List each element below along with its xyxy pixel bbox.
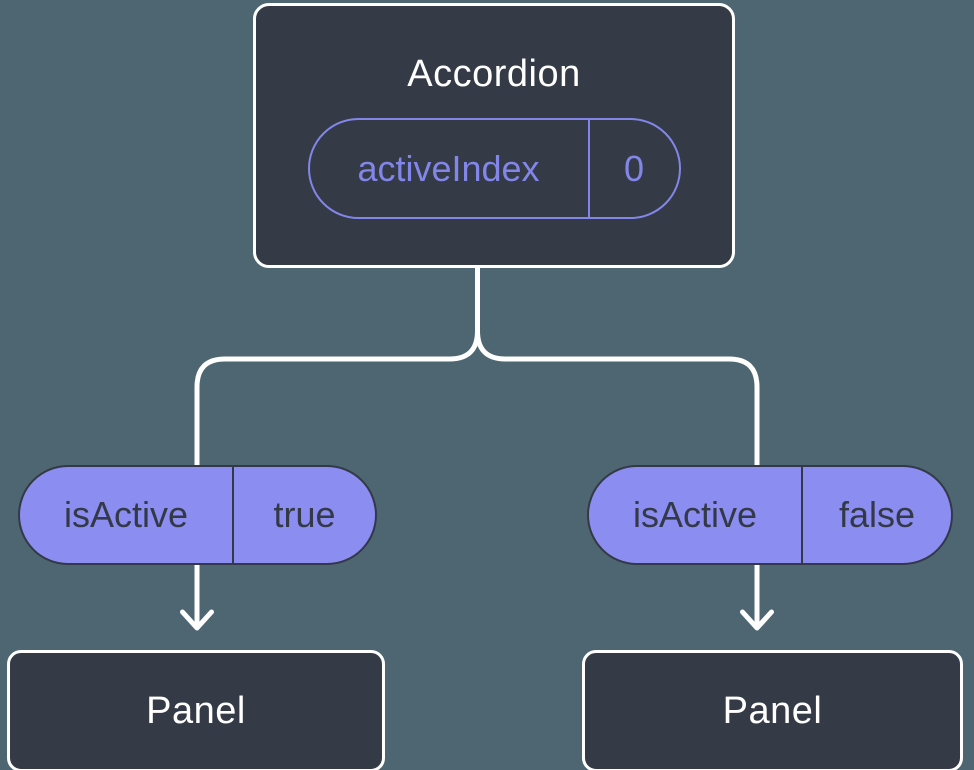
- prop-value: false: [801, 467, 951, 563]
- state-value: 0: [587, 120, 679, 217]
- prop-name: isActive: [63, 494, 189, 535]
- panel-node-right: Panel: [582, 650, 963, 770]
- panel-node-title: Panel: [146, 689, 246, 732]
- accordion-node: Accordion activeIndex 0: [253, 3, 735, 268]
- state-pill-activeindex: activeIndex 0: [307, 118, 681, 219]
- prop-pill-isactive-true: isActive true: [18, 465, 377, 565]
- panel-node-title: Panel: [722, 689, 823, 732]
- arrow-down-icon-right: [740, 609, 774, 631]
- branch-line-left: [194, 328, 480, 471]
- arrow-down-icon-left: [180, 609, 214, 631]
- prop-pill-isactive-false: isActive false: [587, 465, 953, 565]
- accordion-node-title: Accordion: [407, 53, 581, 95]
- state-name: activeIndex: [357, 147, 540, 189]
- prop-name: isActive: [632, 494, 758, 535]
- panel-node-left: Panel: [7, 650, 385, 770]
- prop-value: true: [232, 467, 375, 563]
- branch-line-right: [475, 328, 760, 471]
